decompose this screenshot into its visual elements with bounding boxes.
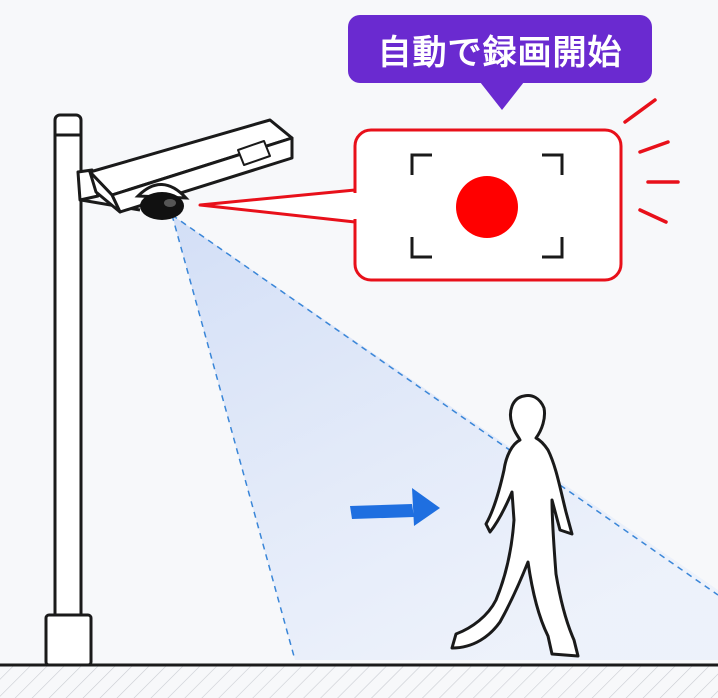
badge-pointer <box>480 82 524 110</box>
record-dot-icon <box>456 176 518 238</box>
alert-burst-lines <box>623 98 680 224</box>
camera-view-cone <box>172 215 718 660</box>
ground-hatch <box>0 665 718 698</box>
auto-recording-badge: 自動で録画開始 <box>348 15 652 83</box>
street-lamp-icon <box>44 113 294 667</box>
alert-bubble-tail <box>198 188 357 224</box>
viewfinder-frame <box>410 153 564 259</box>
dome-camera-icon <box>134 183 190 220</box>
right-arrow-icon <box>350 488 440 526</box>
cone-edge-upper <box>171 214 718 596</box>
walking-person-icon <box>450 394 580 658</box>
